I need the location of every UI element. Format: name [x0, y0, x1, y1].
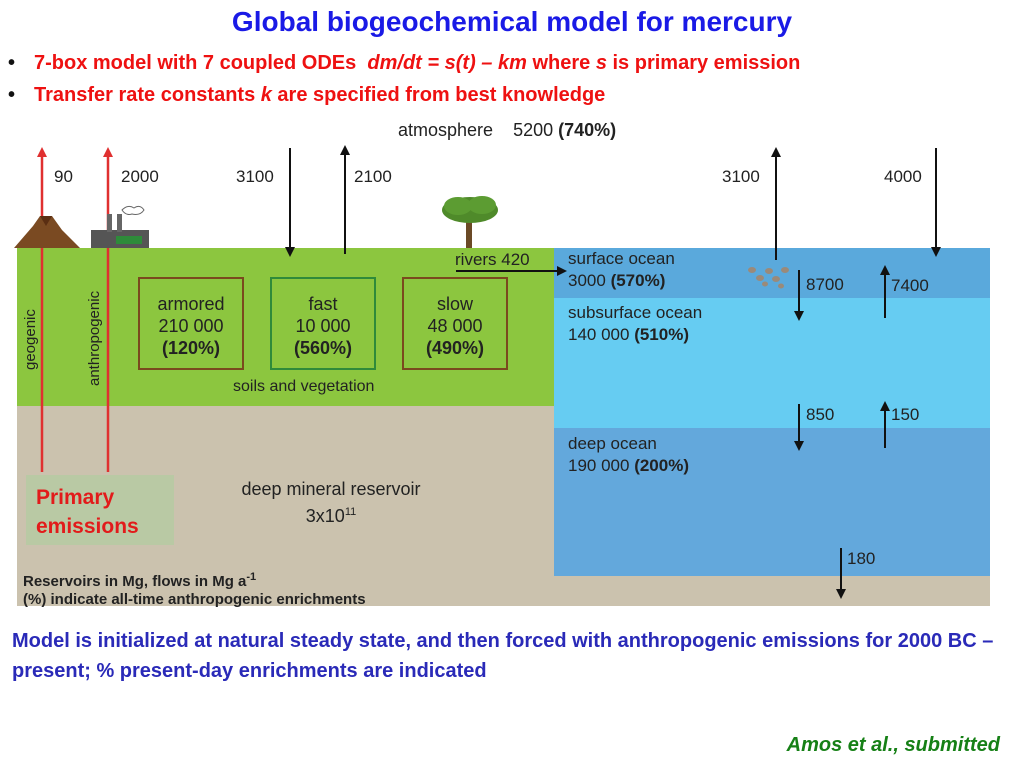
fast-pool-value: 10 000 [295, 316, 351, 336]
armored-pool-name: armored [157, 294, 225, 314]
deep-up-value: 150 [891, 405, 920, 424]
slow-pool-box: slow 48 000 (490%) [402, 277, 508, 370]
model-description: Model is initialized at natural steady s… [12, 630, 994, 682]
slow-pool-enrichment: (490%) [425, 338, 485, 358]
subsurface-ocean-region [554, 298, 990, 428]
bullet-dot: • [8, 84, 16, 106]
soils-vegetation-label: soils and vegetation [233, 378, 375, 395]
fast-pool-name: fast [308, 294, 338, 314]
land-region [17, 248, 554, 406]
surface-up-value: 7400 [891, 276, 929, 295]
burial-value: 180 [847, 549, 876, 568]
geogenic-flux-value: 90 [54, 167, 73, 186]
deep-ocean-region [554, 428, 990, 576]
armored-pool-box: armored 210 000 (120%) [138, 277, 244, 370]
surface-ocean-region [554, 248, 990, 298]
deep-mineral-label: deep mineral reservoir 3x1011 [241, 479, 421, 526]
ocean-deposition-value: 3100 [722, 167, 760, 186]
bullet-dot: • [8, 52, 16, 74]
armored-pool-value: 210 000 [158, 316, 224, 336]
slow-pool-name: slow [436, 294, 473, 314]
tree-icon [442, 196, 498, 248]
deep-ocean-label: deep ocean 190 000 (200%) [568, 434, 689, 475]
ocean-evasion-value: 4000 [884, 167, 922, 186]
volcano-icon [14, 216, 80, 248]
primary-emissions-label: Primary emissions [36, 486, 139, 538]
slow-pool-value: 48 000 [427, 316, 483, 336]
land-emission-value: 2100 [354, 167, 392, 186]
primary-emissions-box [26, 475, 174, 545]
armored-pool-enrichment: (120%) [161, 338, 221, 358]
surface-ocean-label: surface ocean 3000 (570%) [568, 249, 675, 290]
atmosphere-label: atmosphere 5200 (740%) [398, 120, 617, 140]
fast-pool-box: fast 10 000 (560%) [270, 277, 376, 370]
land-deposition-value: 3100 [236, 167, 274, 186]
bullet-2: •Transfer rate constants k are specified… [8, 84, 606, 106]
subsurface-ocean-label: subsurface ocean 140 000 (510%) [568, 303, 703, 344]
surface-down-value: 8700 [806, 275, 844, 294]
slide-title: Global biogeochemical model for mercury [231, 6, 793, 37]
anthropogenic-label: anthropogenic [86, 290, 103, 386]
particles-icon [748, 267, 789, 289]
anthropogenic-flux-value: 2000 [121, 167, 159, 186]
rivers-flux-label: rivers 420 [455, 250, 530, 269]
geogenic-label: geogenic [22, 309, 39, 370]
fast-pool-enrichment: (560%) [293, 338, 353, 358]
factory-icon [91, 205, 149, 248]
deep-down-value: 850 [806, 405, 835, 424]
units-legend: Reservoirs in Mg, flows in Mg a-1 (%) in… [23, 571, 366, 608]
citation: Amos et al., submitted [786, 734, 1000, 756]
bullet-1: •7-box model with 7 coupled ODEs dm/dt =… [8, 52, 801, 74]
